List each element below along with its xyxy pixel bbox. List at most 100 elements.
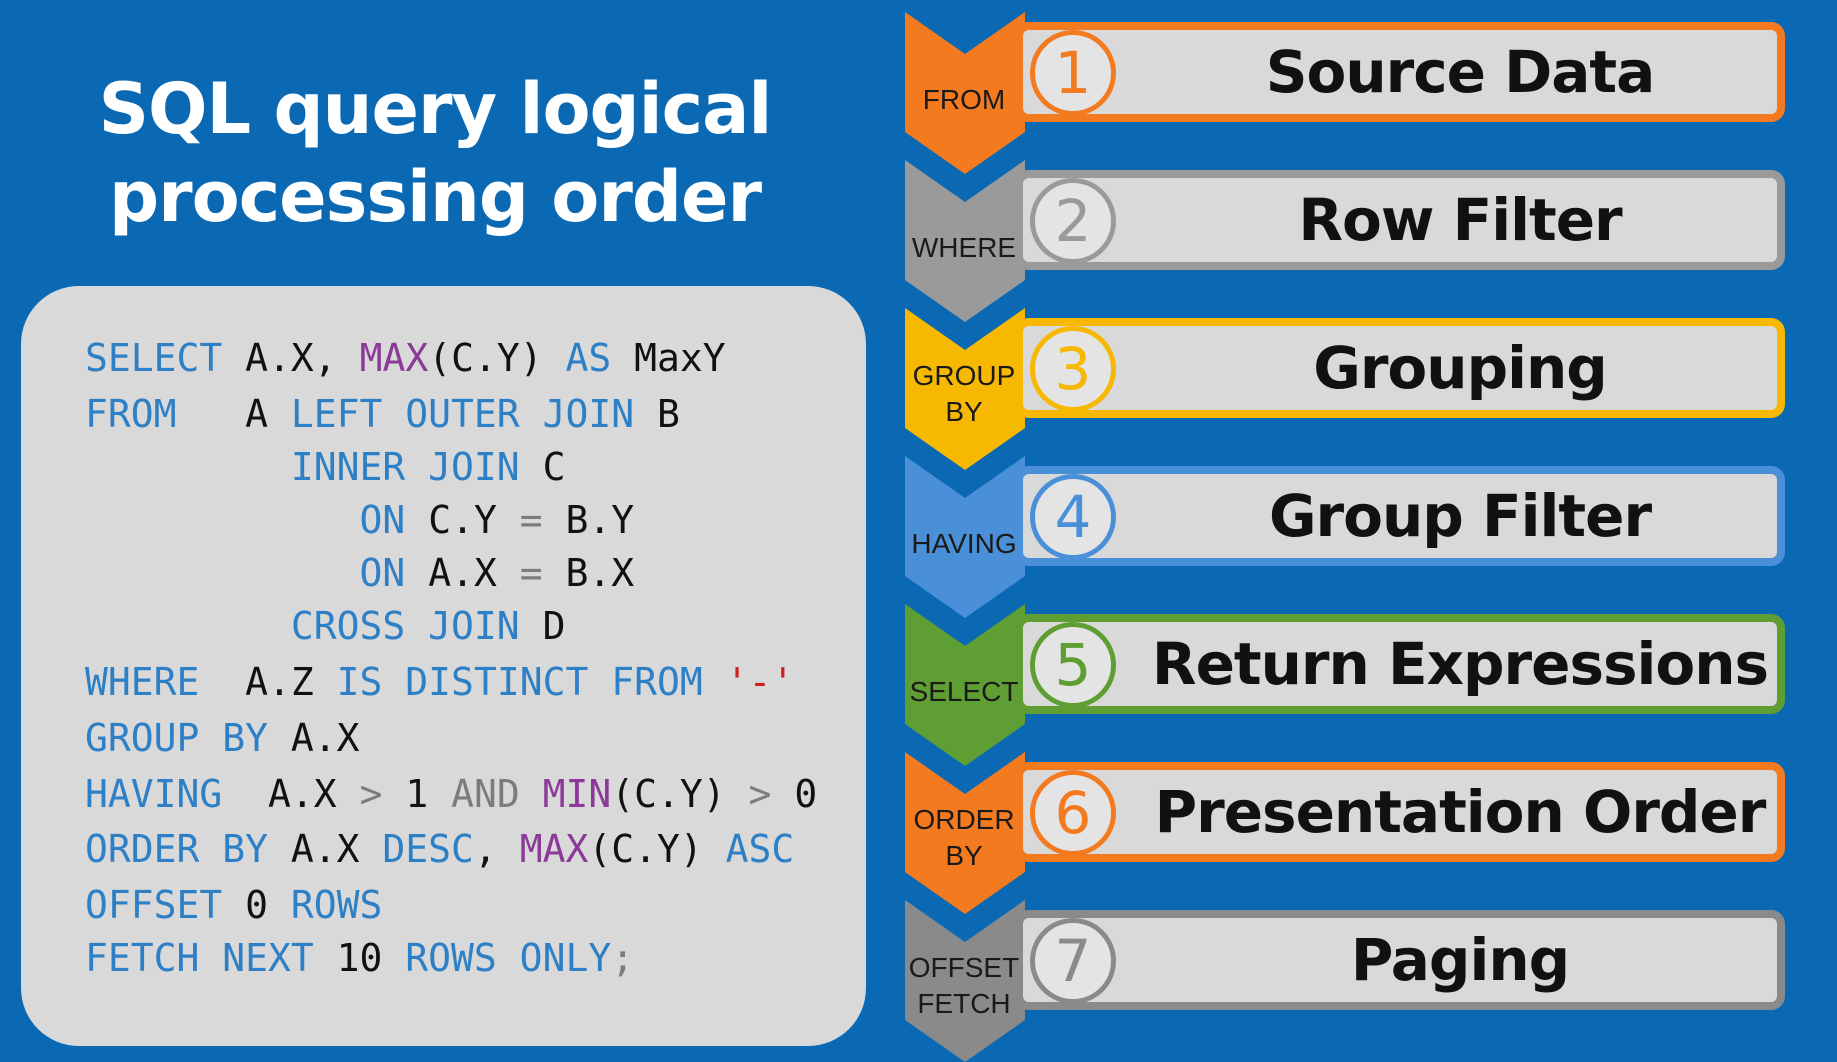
sql-string: '-' [725, 660, 795, 704]
sql-keyword: ON [359, 498, 406, 542]
step-clause-label: ORDER [913, 804, 1015, 835]
sql-operator: AND [451, 772, 520, 816]
step-number-badge: 1 [1030, 30, 1116, 116]
step-number-badge: 4 [1030, 474, 1116, 560]
sql-keyword: CROSS JOIN [290, 604, 520, 648]
code-line: ORDER BY A.X DESC, MAX(C.Y) ASC [85, 827, 794, 871]
sql-keyword: IS DISTINCT FROM [336, 660, 703, 704]
sql-token [85, 445, 291, 489]
sql-token: (C.Y) [588, 827, 726, 871]
sql-keyword: FETCH NEXT [85, 936, 314, 980]
step-number-badge: 6 [1030, 770, 1116, 856]
step-number-badge: 7 [1030, 918, 1116, 1004]
step-bar [1015, 22, 1785, 122]
sql-keyword: AS [565, 336, 612, 380]
sql-keyword: HAVING [85, 772, 223, 816]
step-chevron [905, 308, 1025, 470]
sql-keyword: ROWS [290, 883, 383, 927]
sql-keyword: OFFSET [85, 883, 223, 927]
step-chevron [905, 12, 1025, 174]
sql-token: 0 [771, 772, 818, 816]
sql-operator: = [519, 498, 543, 542]
sql-keyword: ASC [725, 827, 795, 871]
sql-keyword: LEFT OUTER JOIN [290, 392, 635, 436]
sql-token: A.Z [199, 660, 337, 704]
step-name: Source Data [1265, 38, 1656, 106]
code-line: CROSS JOIN D [85, 604, 566, 648]
chevron-shape [905, 604, 1025, 766]
code-line: INNER JOIN C [85, 445, 566, 489]
step-6: 6 Presentation Order ORDER BY [905, 752, 1800, 914]
step-name: Group Filter [1268, 482, 1652, 550]
title-line-2: processing order [108, 156, 762, 238]
step-chevron [905, 900, 1025, 1062]
sql-token [85, 551, 360, 595]
sql-token: B [634, 392, 680, 436]
sql-token: A.X [268, 716, 360, 760]
sql-token [85, 498, 360, 542]
code-line: HAVING A.X > 1 AND MIN(C.Y) > 0 [85, 772, 817, 816]
code-line: OFFSET 0 ROWS [85, 883, 382, 927]
sql-operator: = [519, 551, 543, 595]
sql-keyword: INNER JOIN [290, 445, 520, 489]
chevron-shape [905, 456, 1025, 618]
chevron-shape [905, 900, 1025, 1062]
sql-operator: > [748, 772, 772, 816]
step-clause-label: FROM [922, 84, 1006, 115]
code-line: FROM A LEFT OUTER JOIN B [85, 392, 680, 436]
code-line: ON C.Y = B.Y [85, 498, 635, 542]
step-bar [1015, 466, 1785, 566]
sql-token [520, 772, 543, 816]
sql-keyword: ROWS ONLY [405, 936, 612, 980]
sql-keyword: WHERE [85, 660, 200, 704]
title-line-1: SQL query logical [98, 68, 773, 150]
step-clause-label: WHERE [911, 232, 1017, 263]
sql-token: 1 [382, 772, 452, 816]
sql-function: MAX [519, 827, 589, 871]
step-chevron [905, 604, 1025, 766]
sql-token: B.Y [542, 498, 635, 542]
step-name: Presentation Order [1154, 778, 1767, 846]
step-bar [1015, 762, 1785, 862]
sql-token: A.X [405, 551, 520, 595]
step-chevron [905, 456, 1025, 618]
chevron-shape [905, 308, 1025, 470]
sql-token: B.X [542, 551, 635, 595]
chevron-shape [905, 160, 1025, 322]
sql-keyword: ORDER BY [85, 827, 269, 871]
step-name: Return Expressions [1151, 630, 1769, 698]
sql-token: C.Y [405, 498, 520, 542]
page-title: SQL query logical processing order [30, 65, 840, 241]
step-clause-label: FETCH [917, 988, 1011, 1019]
step-clause-label: HAVING [911, 528, 1017, 559]
sql-function: MAX [359, 336, 429, 380]
step-chevron [905, 160, 1025, 322]
step-clause-label: BY [945, 840, 983, 871]
sql-token: (C.Y) [611, 772, 749, 816]
step-name: Paging [1350, 926, 1570, 994]
code-line: FETCH NEXT 10 ROWS ONLY; [85, 936, 634, 980]
chevron-shape [905, 752, 1025, 914]
code-line: GROUP BY A.X [85, 716, 360, 760]
sql-token: , [473, 827, 520, 871]
sql-function: MIN [542, 772, 612, 816]
code-line: WHERE A.Z IS DISTINCT FROM '-' [85, 660, 794, 704]
step-chevron [905, 752, 1025, 914]
sql-token: 0 [222, 883, 291, 927]
step-number-badge: 3 [1030, 326, 1116, 412]
step-clause-label: SELECT [909, 676, 1019, 707]
code-line: SELECT A.X, MAX(C.Y) AS MaxY [85, 336, 726, 380]
sql-keyword: ON [359, 551, 406, 595]
step-clause-label: BY [945, 396, 983, 427]
sql-token [85, 604, 291, 648]
sql-keyword: GROUP BY [85, 716, 269, 760]
sql-operator: > [359, 772, 383, 816]
step-bar [1015, 318, 1785, 418]
sql-token [703, 660, 726, 704]
